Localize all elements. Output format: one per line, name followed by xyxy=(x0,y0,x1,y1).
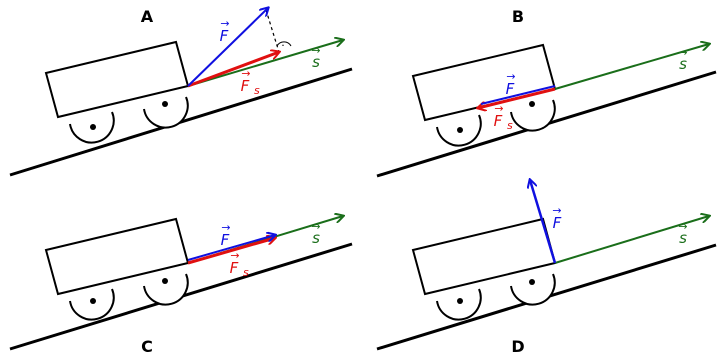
wheel-front-b xyxy=(510,99,556,132)
force-projection-vector-c xyxy=(187,238,275,265)
svg-text:s: s xyxy=(243,266,249,279)
force-projection-vector-b xyxy=(478,87,556,108)
cart-c xyxy=(44,217,190,321)
svg-text:→: → xyxy=(230,249,239,262)
panel-label-c: C xyxy=(141,337,153,356)
svg-text:F: F xyxy=(241,77,250,95)
displacement-label-d: → s xyxy=(678,220,687,247)
right-angle-dot-a: · xyxy=(281,39,285,52)
wheel-rear-axle-b xyxy=(457,127,463,133)
svg-text:F: F xyxy=(221,231,230,249)
wheel-front-axle-b xyxy=(529,101,535,107)
force-label-a: → F xyxy=(220,17,230,45)
cart-a xyxy=(44,40,190,144)
panel-d: D → F → s xyxy=(376,180,717,356)
displacement-vector-d xyxy=(554,216,709,264)
force-vector-a xyxy=(187,8,268,87)
projection-label-b: → F s xyxy=(494,102,513,132)
svg-text:s: s xyxy=(312,53,320,71)
svg-text:→: → xyxy=(221,221,230,234)
svg-text:→: → xyxy=(220,17,229,30)
svg-text:→: → xyxy=(678,220,687,233)
wheel-front-c xyxy=(143,273,189,306)
wheel-front-axle-d xyxy=(529,279,535,285)
wheel-front-axle-a xyxy=(162,101,168,107)
svg-text:s: s xyxy=(679,55,687,73)
wheel-rear-c xyxy=(69,288,115,321)
displacement-vector-b xyxy=(554,44,709,90)
svg-text:s: s xyxy=(507,119,513,132)
wheel-rear-axle-c xyxy=(90,298,96,304)
svg-text:s: s xyxy=(254,84,260,97)
svg-text:→: → xyxy=(494,102,503,115)
svg-text:s: s xyxy=(312,229,320,247)
wheel-rear-d xyxy=(436,288,482,321)
force-label-c: → F xyxy=(221,221,231,249)
svg-text:→: → xyxy=(311,44,320,57)
svg-text:F: F xyxy=(230,259,239,277)
wheel-front-axle-c xyxy=(162,278,168,284)
wheel-front-a xyxy=(143,96,189,129)
displacement-vector-a xyxy=(187,40,343,87)
panel-a: A · → F → F s → s xyxy=(9,7,353,177)
svg-text:F: F xyxy=(553,214,562,232)
force-label-d: → F xyxy=(552,204,561,232)
svg-text:F: F xyxy=(506,80,515,98)
panel-label-d: D xyxy=(511,337,524,356)
force-projection-vector-a xyxy=(187,52,279,88)
svg-text:→: → xyxy=(241,67,250,80)
projection-label-a: → F s xyxy=(241,67,260,97)
svg-text:F: F xyxy=(220,27,229,45)
displacement-label-c: → s xyxy=(311,220,320,247)
displacement-label-a: → s xyxy=(311,44,320,71)
svg-text:→: → xyxy=(506,70,515,83)
wheel-rear-axle-d xyxy=(457,298,463,304)
panel-c: C → F → F s → s xyxy=(9,216,353,356)
displacement-label-b: → s xyxy=(678,46,687,73)
wheel-rear-axle-a xyxy=(90,124,96,130)
svg-text:s: s xyxy=(679,229,687,247)
force-vector-d xyxy=(530,180,557,264)
projection-label-c: → F s xyxy=(230,249,249,279)
force-vector-c xyxy=(187,235,275,261)
force-vector-b xyxy=(480,85,556,105)
force-label-b: → F xyxy=(506,70,516,98)
panel-label-a: A xyxy=(141,7,154,26)
panel-label-b: B xyxy=(512,7,524,26)
svg-text:→: → xyxy=(311,220,320,233)
cart-d xyxy=(411,217,557,321)
svg-text:F: F xyxy=(494,112,503,130)
panel-b: B → F → F s → s xyxy=(376,7,717,178)
wheel-front-d xyxy=(510,273,556,306)
svg-text:→: → xyxy=(678,46,687,59)
svg-text:→: → xyxy=(552,204,561,217)
right-angle-arc-a xyxy=(276,41,292,47)
